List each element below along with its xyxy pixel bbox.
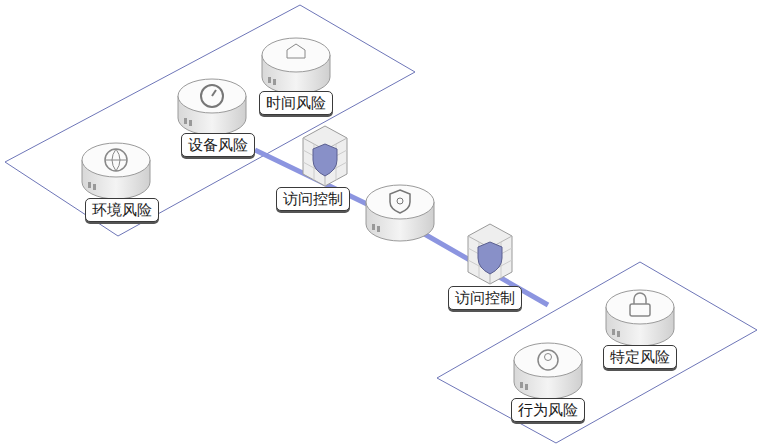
tag-text: 访问控制	[455, 289, 515, 307]
tag-text: 特定风险	[610, 348, 670, 366]
tag-text: 行为风险	[518, 401, 578, 419]
label-tag: 访问控制	[276, 187, 350, 211]
label-tag: 行为风险	[511, 398, 585, 422]
label-tag: 特定风险	[603, 345, 677, 369]
tag-text: 时间风险	[266, 94, 326, 112]
tag-text: 访问控制	[283, 190, 343, 208]
tag-text: 设备风险	[188, 136, 248, 154]
label-tag: 时间风险	[259, 91, 333, 115]
label-tag: 环境风险	[85, 198, 159, 222]
label-tag: 设备风险	[181, 133, 255, 157]
tag-text: 环境风险	[92, 201, 152, 219]
label-tag: 访问控制	[448, 286, 522, 310]
